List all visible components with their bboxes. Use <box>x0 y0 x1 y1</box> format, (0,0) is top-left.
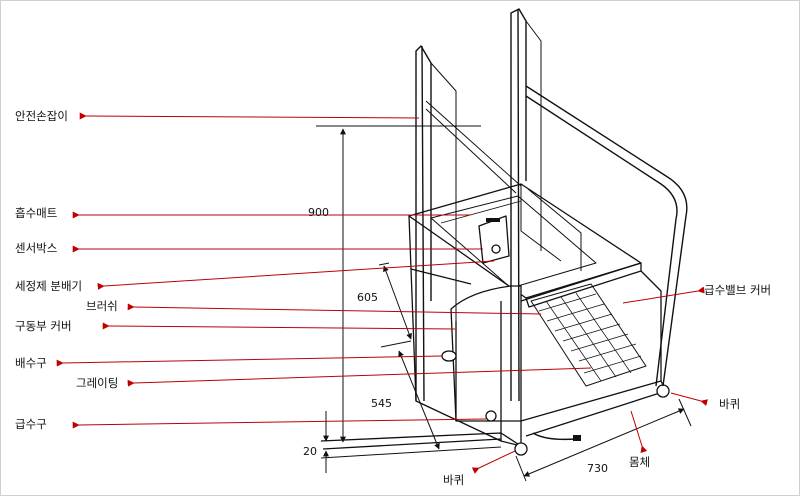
dimension-height: 900 <box>308 206 329 219</box>
leader-arrows <box>56 112 708 474</box>
label-water-valve-cover: 급수밸브 커버 <box>704 283 772 297</box>
label-drain: 배수구 <box>15 356 47 370</box>
label-brush: 브러쉬 <box>86 299 118 313</box>
dimension-lower: 545 <box>371 397 392 410</box>
dimension-lines <box>316 125 692 482</box>
label-absorb-mat: 흡수매트 <box>15 206 58 220</box>
label-drive-cover: 구동부 커버 <box>15 319 72 333</box>
safety-handle-rails <box>415 8 688 402</box>
label-safety-handle: 안전손잡이 <box>15 109 68 123</box>
dimension-width: 730 <box>587 462 608 475</box>
machine-body <box>320 183 670 456</box>
label-water-inlet: 급수구 <box>15 417 47 431</box>
label-body: 몸체 <box>629 455 651 469</box>
dimension-upper: 605 <box>357 291 378 304</box>
label-wheel-right: 바퀴 <box>719 397 741 411</box>
label-detergent-dispenser: 세정제 분배기 <box>15 279 83 293</box>
label-wheel-bottom: 바퀴 <box>443 473 465 487</box>
label-sensor-box: 센서박스 <box>15 241 58 255</box>
label-grating: 그레이팅 <box>76 376 119 390</box>
dimension-ground: 20 <box>303 445 317 458</box>
